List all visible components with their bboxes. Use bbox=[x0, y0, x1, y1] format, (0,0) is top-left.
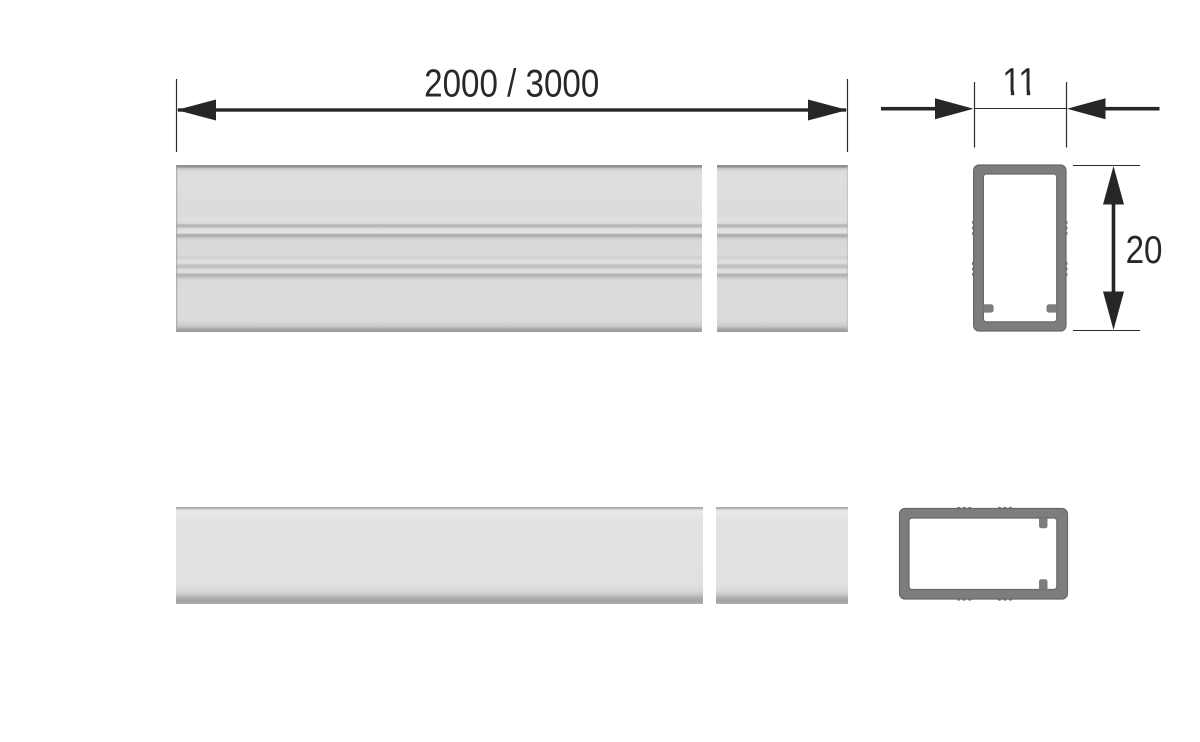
svg-text:2000 / 3000: 2000 / 3000 bbox=[424, 61, 599, 105]
svg-text:11: 11 bbox=[1002, 59, 1036, 103]
svg-text:20: 20 bbox=[1126, 227, 1163, 271]
